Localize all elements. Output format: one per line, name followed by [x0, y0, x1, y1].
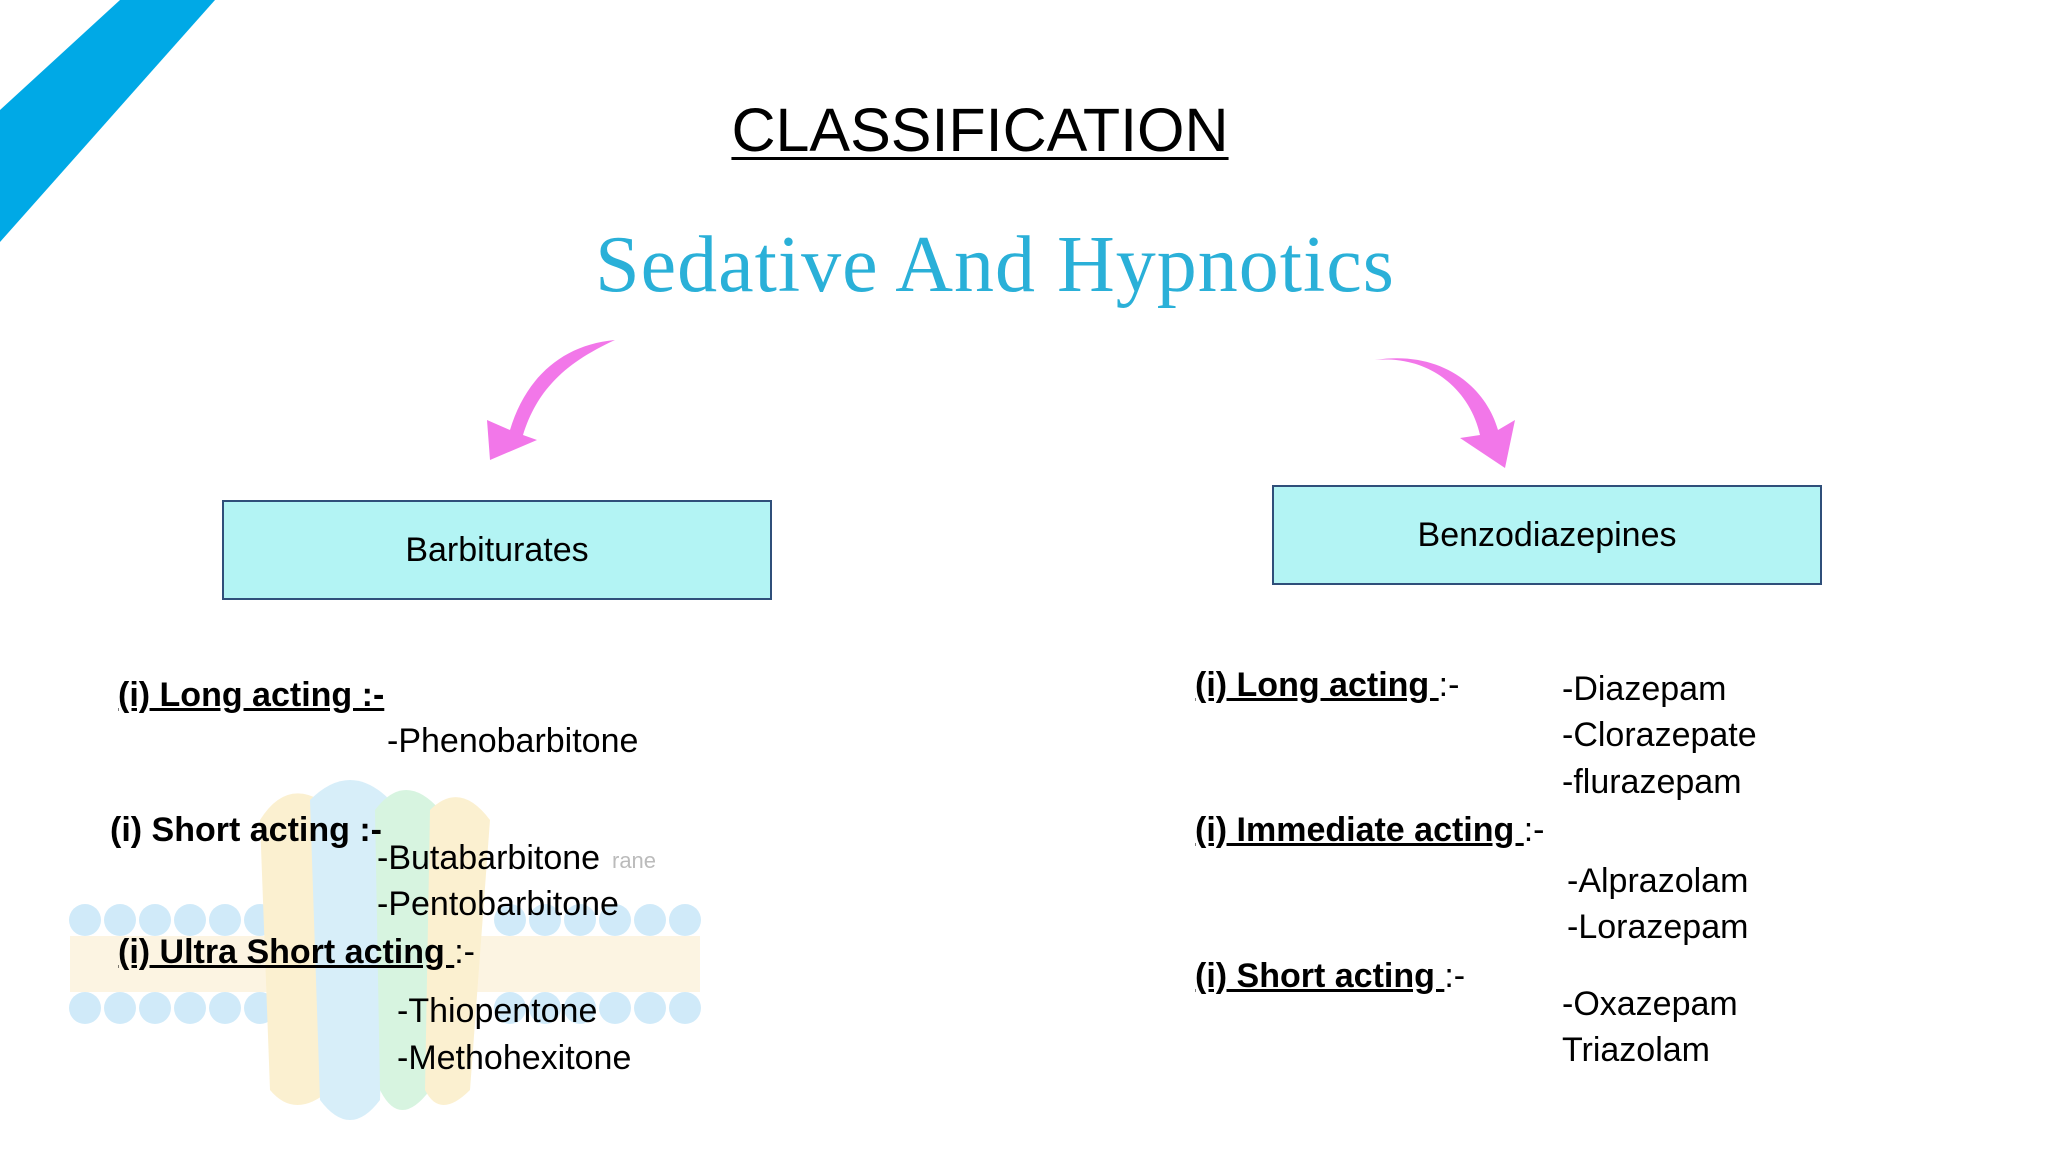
group-label-suffix: :-	[1523, 811, 1545, 849]
benzo-short-acting-label: (i) Short acting :-	[1195, 957, 1465, 996]
barb-long-acting-label: (i) Long acting :-	[118, 676, 384, 715]
drug-oxazepam: -Oxazepam	[1562, 985, 1738, 1023]
drug-butabarbitone: -Butabarbitone	[377, 839, 601, 877]
drug-triazolam: Triazolam	[1562, 1031, 1710, 1069]
drug-flurazepam: -flurazepam	[1562, 763, 1742, 801]
drug-diazepam: -Diazepam	[1562, 670, 1727, 708]
drug-pentobarbitone: -Pentobarbitone	[377, 885, 619, 923]
subtitle: Sedative And Hypnotics	[595, 221, 1395, 309]
barbiturates-label: Barbiturates	[405, 530, 589, 569]
right-curved-arrow-icon	[1375, 358, 1515, 468]
drug-alprazolam: -Alprazolam	[1567, 862, 1749, 900]
drug-phenobarbitone: -Phenobarbitone	[387, 722, 639, 760]
group-label: (i) Ultra Short acting	[118, 933, 455, 971]
drug-thiopentone: -Thiopentone	[397, 992, 598, 1030]
benzodiazepines-box: Benzodiazepines	[1272, 485, 1822, 585]
group-label-suffix: :-	[1444, 957, 1466, 995]
barbiturates-box: Barbiturates	[222, 500, 772, 600]
group-label-suffix: :-	[1438, 666, 1460, 704]
left-curved-arrow-icon	[487, 340, 615, 460]
group-label: (i) Short acting :-	[110, 811, 382, 849]
drug-methohexitone: -Methohexitone	[397, 1039, 632, 1077]
group-label: (i) Short acting	[1195, 957, 1445, 995]
drug-lorazepam: -Lorazepam	[1567, 908, 1749, 946]
page-title: CLASSIFICATION	[731, 96, 1229, 164]
benzo-immediate-acting-label: (i) Immediate acting :-	[1195, 811, 1545, 850]
benzo-long-acting-label: (i) Long acting :-	[1195, 666, 1459, 705]
corner-accent-stripe	[0, 0, 215, 242]
drug-clorazepate: -Clorazepate	[1562, 716, 1757, 754]
membrane-protein-watermark	[69, 780, 701, 1120]
group-label: (i) Immediate acting	[1195, 811, 1524, 849]
group-label: (i) Long acting :-	[118, 676, 385, 714]
benzodiazepines-label: Benzodiazepines	[1417, 515, 1677, 554]
watermark-caption: rane	[612, 848, 657, 873]
barb-ultra-short-acting-label: (i) Ultra Short acting :-	[118, 933, 475, 972]
group-label: (i) Long acting	[1195, 666, 1439, 704]
group-label-suffix: :-	[454, 933, 476, 971]
barb-short-acting-label: (i) Short acting :-	[110, 811, 382, 850]
